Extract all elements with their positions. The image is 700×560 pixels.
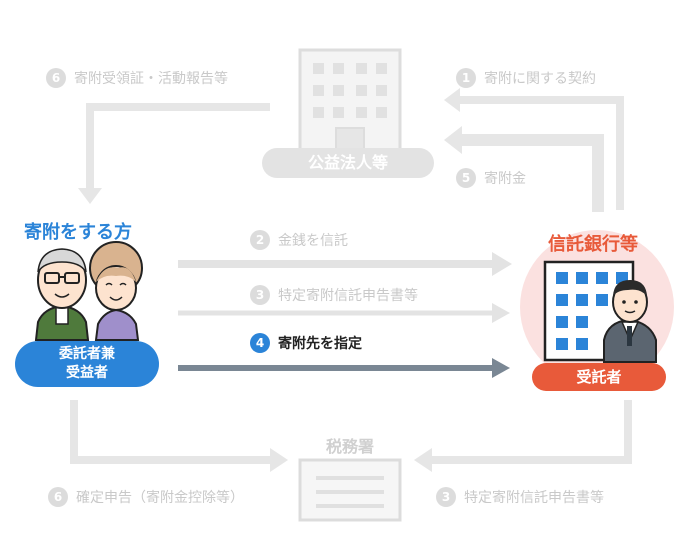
step-label: 金銭を信託 [278, 233, 348, 249]
step-donation-money: 5 寄附金 [456, 168, 526, 188]
step-tax-application: 3 特定寄附信託申告書等 [436, 487, 604, 507]
elderly-man-icon [34, 248, 90, 341]
donor-role-line2: 受益者 [66, 365, 108, 381]
donor-role-line1: 委託者兼 [59, 346, 115, 362]
arrow-head [444, 126, 462, 154]
arrow-head [444, 88, 460, 112]
arrow-donation [460, 134, 604, 212]
step-number-badge: 4 [250, 333, 270, 353]
arrow-head [492, 252, 512, 276]
trustee-title: 信託銀行等 [548, 234, 638, 255]
elderly-woman-icon [89, 241, 143, 341]
arrow-receipt-to-donor [86, 103, 270, 190]
step-donation-contract: 1 寄附に関する契約 [456, 68, 596, 88]
public-corp-label: 公益法人等 [262, 148, 434, 178]
trustee-role-badge: 受託者 [532, 363, 666, 391]
donor-role-badge: 委託者兼 受益者 [15, 341, 159, 387]
arrow-head [492, 303, 510, 323]
step-receipt-report: 6 寄附受領証・活動報告等 [46, 68, 228, 88]
step-label: 寄附に関する契約 [484, 71, 596, 87]
step-tax-return: 6 確定申告（寄附金控除等） [48, 487, 244, 507]
step-label: 特定寄附信託申告書等 [464, 490, 604, 506]
banker-person-icon [603, 280, 657, 363]
donor-title: 寄附をする方 [24, 222, 132, 243]
step-number-badge: 6 [48, 487, 68, 507]
step-label: 確定申告（寄附金控除等） [76, 490, 244, 506]
step-number-badge: 3 [436, 487, 456, 507]
step-label: 寄附受領証・活動報告等 [74, 71, 228, 87]
step-label: 寄附金 [484, 171, 526, 187]
tax-document-icon [298, 458, 402, 522]
arrow-head [492, 358, 510, 378]
step-number-badge: 1 [456, 68, 476, 88]
arrow-head [78, 188, 102, 204]
arrow-head [270, 448, 288, 472]
public-building-icon [298, 48, 402, 152]
step-number-badge: 3 [250, 285, 270, 305]
arrow-contract [458, 96, 624, 210]
step-trust-money: 2 金銭を信託 [250, 230, 348, 250]
tax-office-label: 税務署 [325, 437, 374, 456]
step-trust-application: 3 特定寄附信託申告書等 [250, 285, 418, 305]
step-number-badge: 6 [46, 68, 66, 88]
step-label: 寄附先を指定 [278, 336, 362, 352]
step-number-badge: 2 [250, 230, 270, 250]
arrow-tax-return [70, 400, 272, 464]
step-label: 特定寄附信託申告書等 [278, 288, 418, 304]
arrow-head [414, 448, 432, 472]
arrow-tax-application [430, 400, 632, 464]
step-number-badge: 5 [456, 168, 476, 188]
step-designate-recipient: 4 寄附先を指定 [250, 333, 362, 353]
